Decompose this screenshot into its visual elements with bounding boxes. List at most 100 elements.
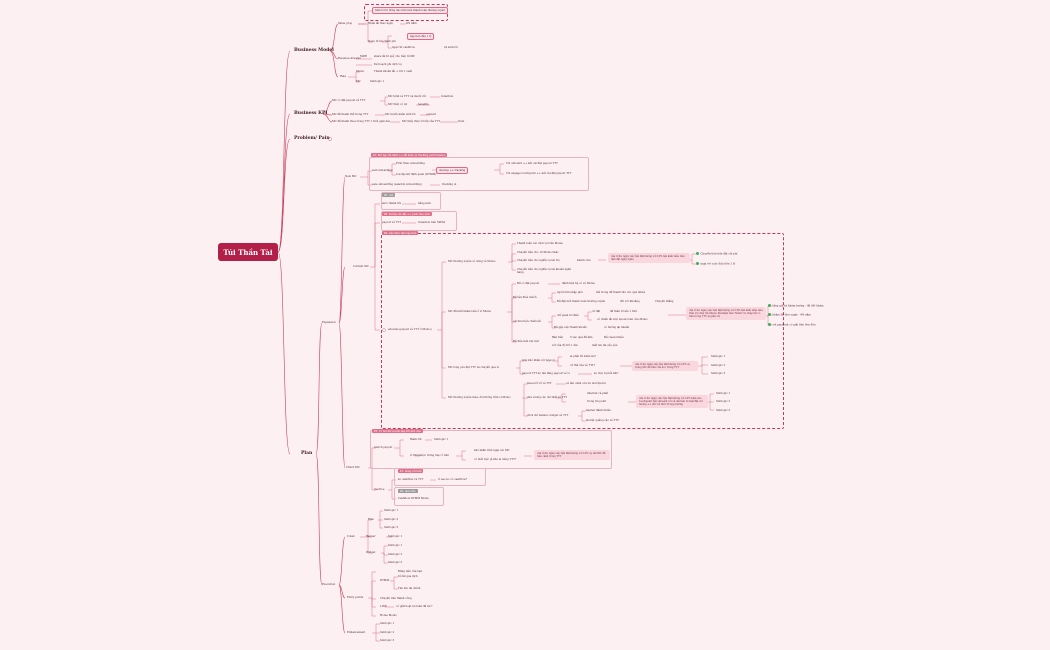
g1-node[interactable]: MC thường xuyên có dòng về Momo bbox=[448, 260, 496, 263]
colab-risk-node[interactable]: Risk bbox=[368, 518, 374, 521]
g4c2-node[interactable]: tài liệt quảng cáo về TTT bbox=[586, 419, 619, 422]
current-mc-node[interactable]: Current MC bbox=[353, 265, 369, 268]
colab-widget-3[interactable]: Subtopic 3 bbox=[388, 561, 403, 564]
colab-node[interactable]: Colab bbox=[347, 535, 355, 538]
g2b-node[interactable]: Đã tần điều muốn bbox=[513, 296, 537, 299]
g2c-node[interactable]: cái như tiền chiến lãi bbox=[513, 320, 541, 323]
g4a-node[interactable]: mua nốt vở về TTT bbox=[527, 382, 552, 385]
inactive-b-node[interactable]: Cashflow DTMM Momo bbox=[398, 497, 430, 500]
g1a-node[interactable]: Thanh toán các dịch vụ trên Momo bbox=[517, 242, 563, 245]
g2c1-node[interactable]: chỉ quan tư thân bbox=[557, 314, 579, 317]
g2b1-node[interactable]: người tìm nhập phù bbox=[557, 291, 583, 294]
enhancement-2[interactable]: Subtopic 2 bbox=[380, 631, 395, 634]
enhancement-node[interactable]: Enhancement bbox=[347, 631, 366, 634]
kpi-a2-node[interactable]: MC thấy có lợi bbox=[388, 103, 408, 106]
entry-point-dtmm[interactable]: DTMM bbox=[380, 579, 390, 582]
self-onboarding-node[interactable]: self onboarding bbox=[372, 169, 393, 172]
g2d-node[interactable]: Đã đầu tiền lưu mới bbox=[513, 340, 540, 343]
g3-subtopic-2[interactable]: Subtopic 2 bbox=[711, 364, 726, 367]
revenue-node[interactable]: Revenue streams bbox=[338, 57, 361, 60]
g4b2-node[interactable]: trong tin point bbox=[587, 400, 607, 403]
self-touchpoint[interactable]: touchpoint định quan (DTMM) bbox=[396, 173, 437, 176]
g4-node[interactable]: MC thường xuyên mua, dùi thống trên vi M… bbox=[448, 396, 511, 399]
g2d1-node[interactable]: Bán tiền bbox=[552, 336, 564, 339]
vp-cashflow-node[interactable]: ngại rút cashflow bbox=[392, 46, 415, 49]
g4-subtopic-1[interactable]: Subtopic 1 bbox=[716, 392, 731, 395]
g4b-node[interactable]: dưa vương các chi thất về TTT bbox=[527, 396, 567, 399]
kpi-b1-node[interactable]: MC muốn kiếm sinh lời bbox=[385, 113, 416, 116]
inactive-node[interactable]: inactive bbox=[374, 488, 385, 491]
g3-node[interactable]: MC lòng yêu đặt TTT và chuyển qua vi bbox=[448, 366, 499, 369]
g2-result-3[interactable]: với payment có giải tiền đơn đều bbox=[768, 323, 816, 327]
colab-banner-node[interactable]: Banner bbox=[366, 535, 376, 538]
g1d-node[interactable]: Chuyển tiền cho nghĩa vụ tài khoản ngân … bbox=[517, 268, 572, 274]
execution-node[interactable]: Execution bbox=[322, 583, 336, 586]
entry-point-line[interactable]: LINE bbox=[380, 605, 387, 608]
enhancement-3[interactable]: Subtopic 3 bbox=[380, 639, 395, 642]
g4-subtopic-3[interactable]: Subtopic 3 bbox=[716, 409, 731, 412]
kpi-b-node[interactable]: MC đã thanh thử trong TTT bbox=[332, 113, 369, 116]
root-topic[interactable]: Túi Thần Tài bbox=[218, 243, 278, 261]
g1-result-2[interactable]: ngại với cuộc đầu tiên 1 lý bbox=[696, 262, 735, 266]
g4-subtopic-2[interactable]: Subtopic 2 bbox=[716, 400, 731, 403]
g2c1b-node[interactable]: để thân ít tiền 1 thời bbox=[610, 310, 638, 313]
g2c1c-node[interactable]: có chiến lãi việc tại an toàn của Momo bbox=[597, 318, 648, 321]
colab-risk-1[interactable]: Subtopic 1 bbox=[384, 509, 399, 512]
g1c-node[interactable]: Chuyển tiền cho nghĩa vụ tài trợ bbox=[517, 259, 560, 262]
value-prop-node[interactable]: Value prop bbox=[338, 22, 353, 25]
kpi-a1-node[interactable]: MC bình về TTT và muốn rút bbox=[388, 95, 427, 98]
colab-banner-1[interactable]: Subtopic 1 bbox=[388, 535, 403, 538]
entry-point-1[interactable]: Đăng tiền của bạn bbox=[398, 570, 423, 573]
g2c2-node[interactable]: Đã gặp việc thanh khoản bbox=[554, 326, 587, 329]
rev-mdr-node[interactable]: MDR bbox=[360, 55, 367, 58]
rate-node[interactable]: Rate bbox=[340, 75, 347, 78]
churn-mc-node[interactable]: Churn MC bbox=[346, 466, 360, 469]
g2a-node[interactable]: Đã có đặt payout bbox=[517, 282, 540, 285]
g4c1-node[interactable]: banner đánh nhiều bbox=[586, 409, 611, 412]
g1-result-1[interactable]: Chuyển tiền tiền đặt chi phí bbox=[696, 252, 737, 256]
self-develop-box[interactable]: develop ++ tracking bbox=[436, 167, 469, 174]
g1b-node[interactable]: Chuyển tiền cho 10 Momo khác bbox=[517, 251, 559, 254]
colab-widget-node[interactable]: Widget bbox=[366, 551, 376, 554]
entry-point-home[interactable]: Home Momo bbox=[380, 614, 397, 617]
g3-subtopic-3[interactable]: Subtopic 3 bbox=[711, 372, 726, 375]
switch-b2-node[interactable]: có biết việc gì khó ai dùng TTT? bbox=[474, 458, 517, 461]
inactive-a-node[interactable]: ko cashflow về TTT bbox=[398, 478, 424, 481]
rev-float-node[interactable]: Kế hoạch phí dịch vụ bbox=[374, 63, 402, 66]
g3-subtopic-1[interactable]: Subtopic 1 bbox=[711, 355, 726, 358]
vp-withdraw-node[interactable]: Ngay từ tài chính phí bbox=[368, 40, 396, 43]
educate-node[interactable]: educate (payout về TTT ở Momo) bbox=[388, 328, 432, 331]
switch-payout-node[interactable]: switch payout bbox=[374, 446, 393, 449]
topic-problem-pain[interactable]: Problem/ Pain bbox=[294, 136, 330, 141]
g3a2-node[interactable]: cứ thể của về TTT? bbox=[570, 364, 596, 367]
switch-b-node[interactable]: vì Momo bbox=[410, 454, 422, 457]
g4b1-node[interactable]: internet cá phát bbox=[587, 392, 609, 395]
g2-result-1[interactable]: tăng giá trị khám hướng - đã tiết khám bbox=[768, 304, 824, 308]
g3b-node[interactable]: payout TTT ko tần tăng payout về vi bbox=[522, 372, 570, 375]
entry-point-dtmm-a[interactable]: tối lãi qua dịch bbox=[398, 575, 418, 578]
current-payout-node[interactable]: payout về TTT bbox=[382, 221, 401, 224]
kpi-a-node[interactable]: MC có đặt payout về TTT bbox=[332, 99, 366, 102]
vp-fee-node[interactable]: Nhận lãi theo ngày bbox=[368, 22, 393, 25]
g2-node[interactable]: MC đã biết khám tiền ở vi Momo bbox=[448, 310, 492, 313]
kpi-c1-node[interactable]: MC thấy được lời lãi của TTT bbox=[402, 120, 441, 123]
vp-zero-box[interactable]: nạp tiền đầu 1 lý bbox=[407, 33, 435, 40]
colab-widget-1[interactable]: Subtopic 1 bbox=[388, 544, 403, 547]
colab-risk-3[interactable]: Subtopic 3 bbox=[384, 526, 399, 529]
g4c-node[interactable]: click chỉ banner, widget về TTT bbox=[527, 414, 569, 417]
value-prop-box[interactable]: Sinh lời từ đồng dao trên tiền thanh toá… bbox=[372, 7, 448, 14]
entry-points-node[interactable]: Entry points bbox=[347, 596, 364, 599]
entry-point-3[interactable]: Chuyển tiền thành công bbox=[380, 597, 412, 600]
switch-a-node[interactable]: Rank OS bbox=[410, 438, 422, 441]
kpi-c-node[interactable]: MC đã thanh thoa trong TTT 1 thời gian d… bbox=[332, 120, 390, 123]
g2b2-node[interactable]: Đã đặt mới thanh toán thường xuyên bbox=[557, 300, 606, 303]
g3a1-node[interactable]: ai phải tối kiêm Gs? bbox=[570, 355, 597, 358]
g2c1a-node[interactable]: cứ đặt bbox=[592, 310, 601, 313]
self-first-time[interactable]: First time onboarding bbox=[396, 162, 425, 165]
enhancement-1[interactable]: Subtopic 1 bbox=[380, 622, 395, 625]
topic-business-model[interactable]: Business Model bbox=[294, 48, 334, 53]
rate-momo-node[interactable]: Momo bbox=[356, 70, 365, 73]
rate-mc-node[interactable]: MC bbox=[356, 80, 361, 83]
topic-plan[interactable]: Plan bbox=[301, 451, 313, 456]
colab-widget-2[interactable]: Subtopic 2 bbox=[388, 553, 403, 556]
